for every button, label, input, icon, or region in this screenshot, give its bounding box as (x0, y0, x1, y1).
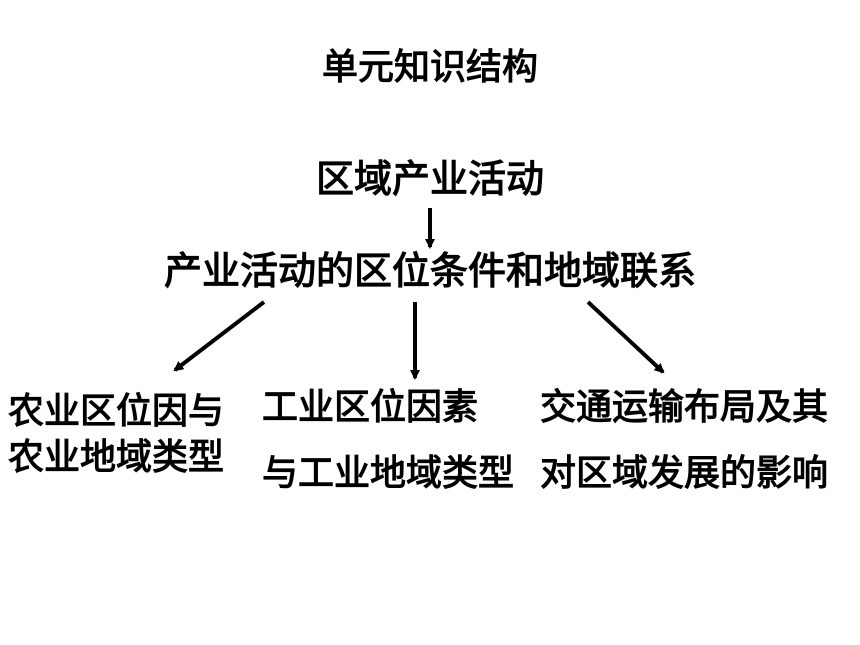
branch-transport-line2: 对区域发展的影响 (540, 453, 829, 494)
branch-agriculture-line2: 农业地域类型 (8, 437, 225, 478)
branch-industry-line2: 与工业地域类型 (262, 453, 515, 494)
arrow-to-transport (586, 300, 665, 374)
diagram-title: 单元知识结构 (321, 47, 538, 88)
middle-node: 产业活动的区位条件和地域联系 (163, 249, 696, 293)
branch-industry-line1: 工业区位因素 (262, 387, 479, 428)
arrow-to-agriculture (173, 300, 266, 372)
branch-agriculture-line1: 农业区位因与 (8, 391, 225, 432)
root-node: 区域产业活动 (315, 157, 544, 201)
branch-transport-line1: 交通运输布局及其 (540, 387, 829, 428)
